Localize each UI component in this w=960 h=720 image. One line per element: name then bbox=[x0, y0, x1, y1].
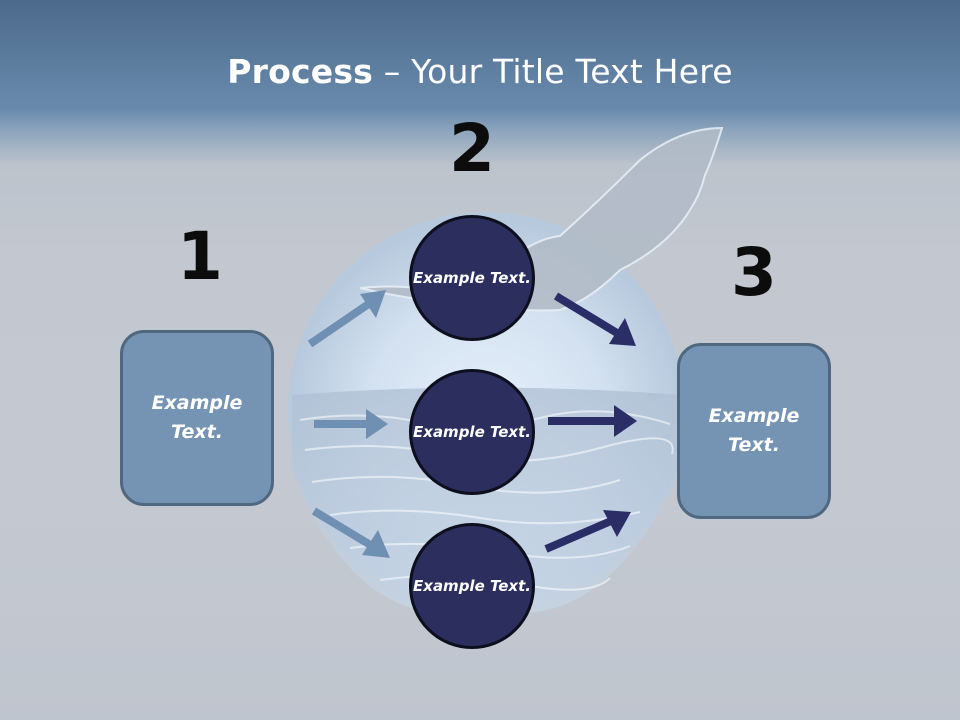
light-arrows bbox=[307, 290, 390, 558]
title-rest: – Your Title Text Here bbox=[373, 52, 733, 91]
dark-arrows bbox=[544, 292, 637, 553]
step-2-item-1-text: Example Text. bbox=[413, 268, 531, 287]
step-3-number: 3 bbox=[731, 234, 777, 311]
step-2-number: 2 bbox=[449, 110, 495, 187]
step-2-item-3-text: Example Text. bbox=[413, 576, 531, 595]
title-bold: Process bbox=[227, 52, 374, 91]
step-3-text: Example Text. bbox=[708, 405, 800, 456]
step-2-circle-top: Example Text. bbox=[409, 215, 535, 341]
step-2-circle-bottom: Example Text. bbox=[409, 523, 535, 649]
step-2-circle-middle: Example Text. bbox=[409, 369, 535, 495]
step-2-item-2-text: Example Text. bbox=[413, 422, 531, 441]
step-1-text: Example Text. bbox=[151, 392, 243, 443]
step-1-box: Example Text. bbox=[120, 330, 274, 506]
slide-title: Process – Your Title Text Here bbox=[0, 52, 960, 91]
step-3-box: Example Text. bbox=[677, 343, 831, 519]
step-1-number: 1 bbox=[177, 218, 223, 295]
